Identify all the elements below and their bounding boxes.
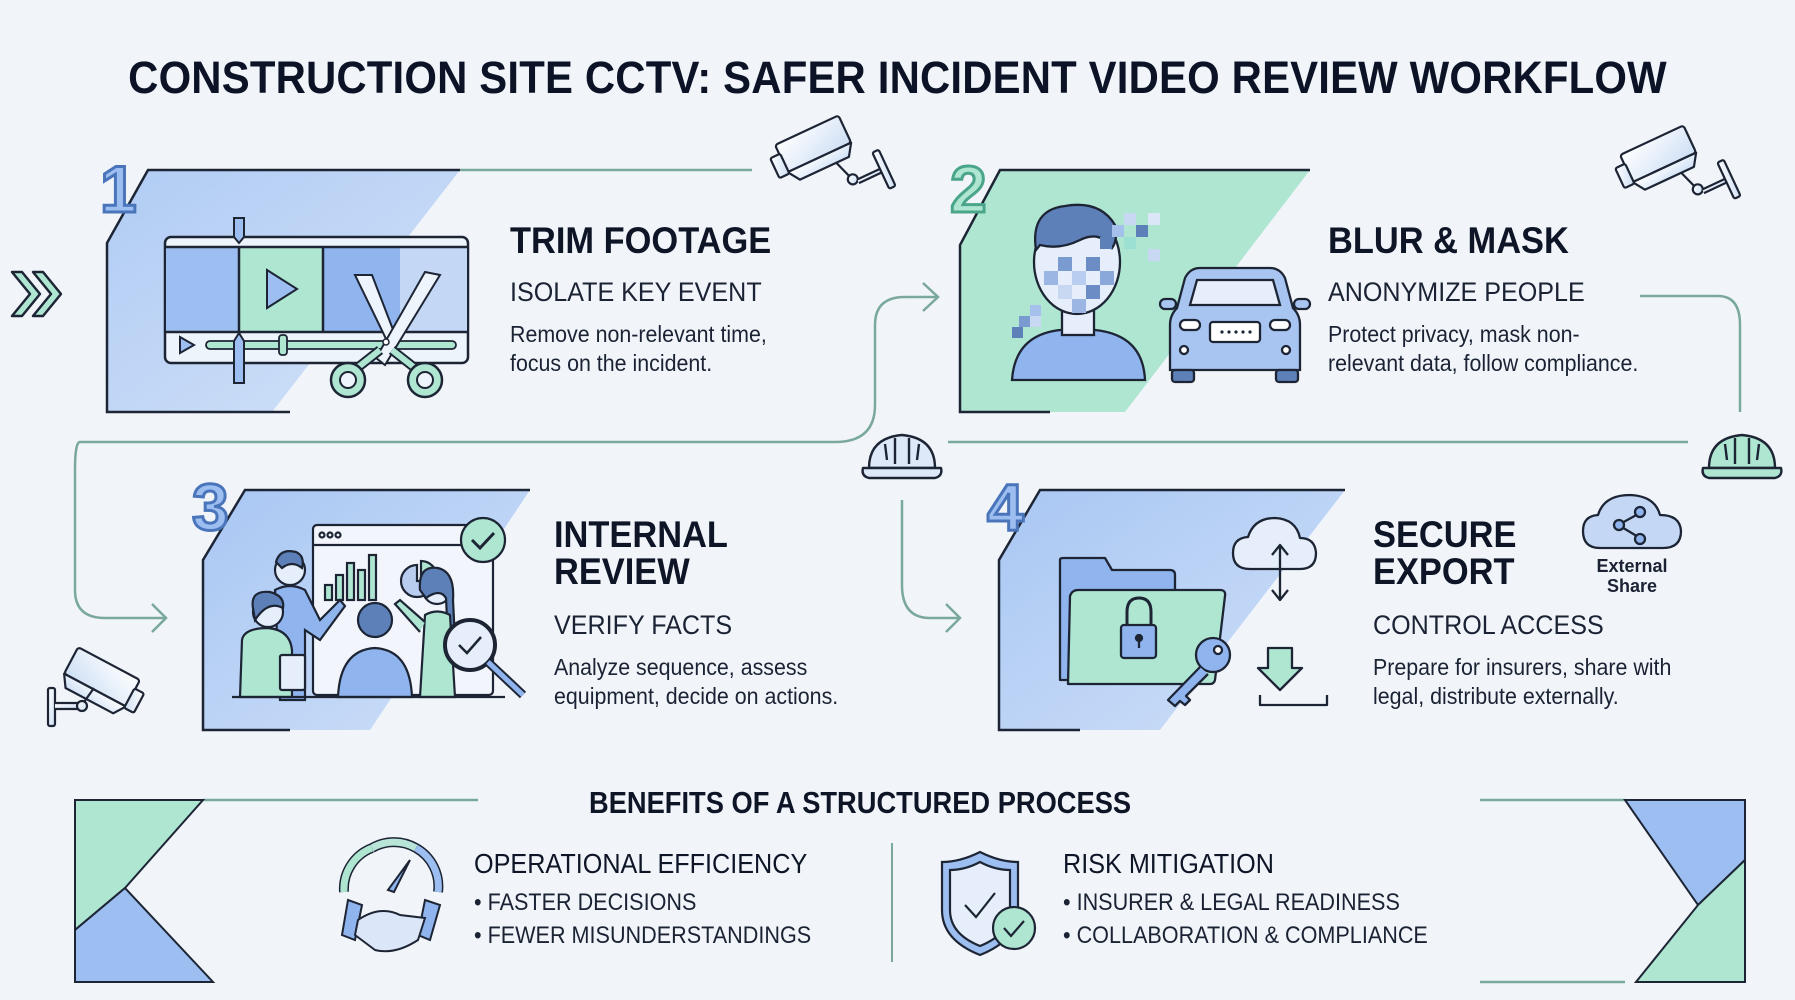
- step-4-subtitle: CONTROL ACCESS: [1373, 610, 1604, 640]
- step-2-description-line: relevant data, follow compliance.: [1328, 350, 1639, 377]
- benefits-title: BENEFITS OF A STRUCTURED PROCESS: [589, 785, 1132, 820]
- step-3-text: INTERNAL REVIEW VERIFY FACTS Analyze seq…: [554, 516, 860, 712]
- step-3-subtitle: VERIFY FACTS: [554, 610, 733, 640]
- benefit-bullets: • INSURER & LEGAL READINESS • COLLABORAT…: [1063, 886, 1428, 952]
- step-4-text: SECURE EXPORT CONTROL ACCESS Prepare for…: [1373, 516, 1694, 712]
- benefits-frame: [74, 799, 1746, 983]
- external-share-label: External Share: [1577, 556, 1687, 596]
- step-2-panel: [958, 168, 1312, 414]
- step-3-description: Analyze sequence, assess equipment, deci…: [554, 653, 838, 712]
- step-3-description-line: Analyze sequence, assess: [554, 654, 808, 680]
- gauge-handshake-icon: [338, 837, 444, 953]
- step-4-description-line: legal, distribute externally.: [1373, 683, 1619, 710]
- step-3-number: 3: [192, 470, 229, 544]
- step-1-subtitle: ISOLATE KEY EVENT: [510, 277, 762, 307]
- step-2-description-line: Protect privacy, mask non-: [1328, 321, 1580, 347]
- benefit-bullet: • INSURER & LEGAL READINESS: [1063, 889, 1400, 916]
- benefit-bullet: • COLLABORATION & COMPLIANCE: [1063, 922, 1428, 950]
- step-1-description-line: Remove non-relevant time,: [510, 321, 767, 347]
- benefit-operational-efficiency: OPERATIONAL EFFICIENCY • FASTER DECISION…: [474, 848, 849, 952]
- step-1-number: 1: [100, 152, 137, 226]
- step-2-subtitle: ANONYMIZE PEOPLE: [1328, 277, 1585, 307]
- step-2-description: Protect privacy, mask non- relevant data…: [1328, 320, 1638, 379]
- video-trim-scissors-icon: [163, 217, 470, 399]
- step-1-text: TRIM FOOTAGE ISOLATE KEY EVENT Remove no…: [510, 222, 791, 379]
- external-share-label-line: External: [1596, 556, 1668, 576]
- locked-folder-cloud-icon: [1058, 493, 1683, 708]
- flow-connectors: [73, 168, 1742, 984]
- step-1-panel: [105, 168, 470, 414]
- benefit-bullets: • FASTER DECISIONS • FEWER MISUNDERSTAND…: [474, 886, 811, 952]
- step-numbers: 1 2 3 4: [99, 151, 1026, 546]
- team-review-dashboard-icon: [232, 516, 527, 702]
- step-4-number: 4: [987, 470, 1024, 544]
- step-3-title: INTERNAL REVIEW: [554, 516, 838, 590]
- step-3-description-line: equipment, decide on actions.: [554, 683, 839, 710]
- benefit-heading: RISK MITIGATION: [1063, 848, 1274, 879]
- page-title: CONSTRUCTION SITE CCTV: SAFER INCIDENT V…: [128, 52, 1667, 103]
- step-4-description: Prepare for insurers, share with legal, …: [1373, 653, 1671, 712]
- benefit-bullet: • FASTER DECISIONS: [474, 889, 697, 916]
- step-2-text: BLUR & MASK ANONYMIZE PEOPLE Protect pri…: [1328, 222, 1662, 379]
- benefit-risk-mitigation: RISK MITIGATION • INSURER & LEGAL READIN…: [1063, 848, 1468, 952]
- step-4-description-line: Prepare for insurers, share with: [1373, 654, 1672, 680]
- step-3-title-line: REVIEW: [554, 551, 690, 592]
- step-4-title-line: SECURE: [1373, 514, 1517, 555]
- step-3-title-line: INTERNAL: [554, 514, 728, 555]
- step-1-description: Remove non-relevant time, focus on the i…: [510, 320, 771, 379]
- step-4-panel: [997, 488, 1683, 732]
- step-4-title-line: EXPORT: [1373, 551, 1515, 592]
- shield-check-icon: [940, 850, 1037, 957]
- double-chevron-right-icon: [10, 270, 63, 318]
- step-3-panel: [201, 488, 530, 732]
- benefit-bullet: • FEWER MISUNDERSTANDINGS: [474, 922, 812, 950]
- cctv-camera-icon: [46, 115, 1742, 728]
- blurred-face-car-icon: [1010, 203, 1312, 384]
- hard-hat-icon: [861, 433, 1783, 480]
- step-2-title: BLUR & MASK: [1328, 220, 1569, 261]
- benefit-heading: OPERATIONAL EFFICIENCY: [474, 848, 808, 879]
- step-4-title: SECURE EXPORT: [1373, 516, 1671, 590]
- step-2-number: 2: [950, 152, 987, 226]
- step-1-title: TRIM FOOTAGE: [510, 220, 772, 261]
- step-1-description-line: focus on the incident.: [510, 350, 713, 377]
- cloud-share-icon: [1581, 493, 1683, 550]
- external-share-label-line: Share: [1606, 576, 1658, 597]
